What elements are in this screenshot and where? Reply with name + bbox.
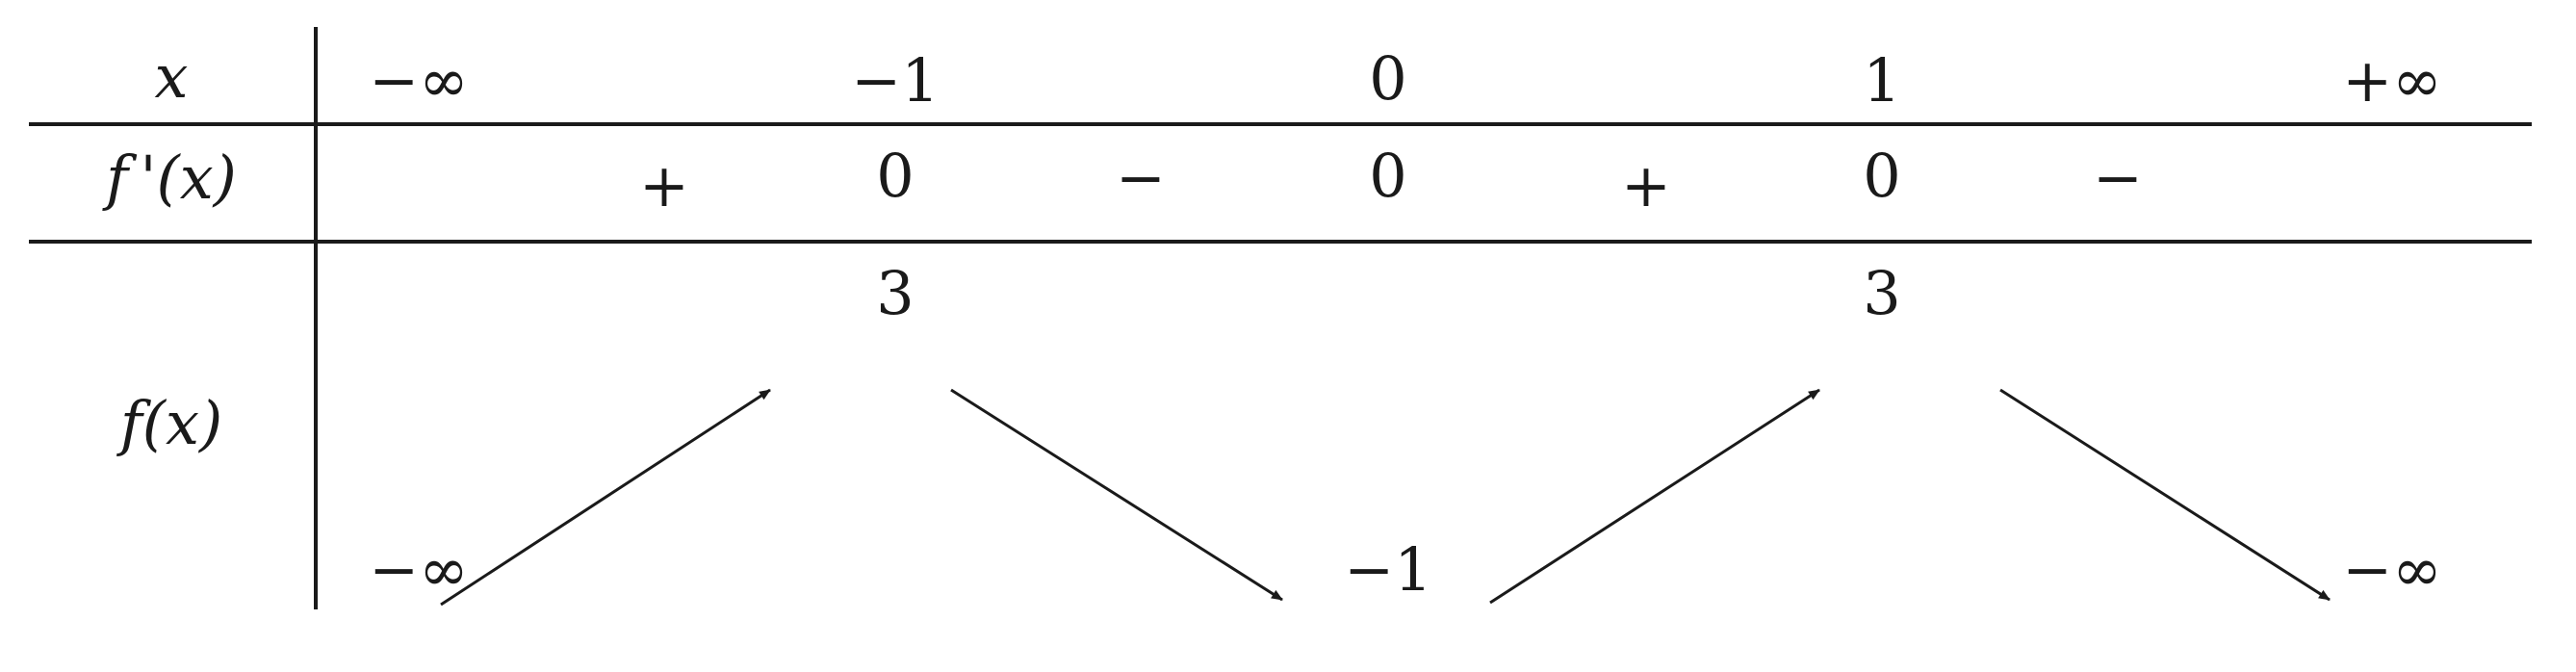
- arrow-increasing: [440, 388, 771, 607]
- arrow-decreasing: [950, 388, 1283, 602]
- derivative-sign: +: [1621, 150, 1671, 220]
- header-separator: [29, 122, 2532, 126]
- derivative-sign: −: [1116, 142, 1166, 213]
- f-value-end: −∞: [2342, 534, 2442, 605]
- x-value-neg-1: −1: [851, 45, 940, 116]
- arrow-decreasing: [1999, 388, 2331, 602]
- derivative-sign: −: [2093, 142, 2143, 213]
- derivative-zero: 0: [1863, 141, 1901, 211]
- row-label-fprime: f '(x): [106, 142, 237, 213]
- f-value-start: −∞: [369, 534, 469, 605]
- derivative-sign: +: [639, 150, 689, 220]
- derivative-zero: 0: [876, 141, 914, 211]
- f-value-max-left: 3: [876, 258, 914, 328]
- x-value-pos-inf: +∞: [2342, 45, 2442, 116]
- f-value-max-right: 3: [1863, 258, 1901, 328]
- label-column-separator: [314, 27, 318, 609]
- x-value-1: 1: [1863, 45, 1901, 116]
- derivative-zero: 0: [1369, 141, 1407, 211]
- derivative-separator: [29, 240, 2532, 244]
- row-label-f: f(x): [119, 388, 223, 458]
- x-value-0: 0: [1369, 43, 1407, 114]
- arrow-increasing: [1489, 388, 1820, 605]
- row-label-x: x: [154, 41, 189, 112]
- f-value-min-mid: −1: [1344, 534, 1432, 605]
- x-value-neg-inf: −∞: [369, 45, 469, 116]
